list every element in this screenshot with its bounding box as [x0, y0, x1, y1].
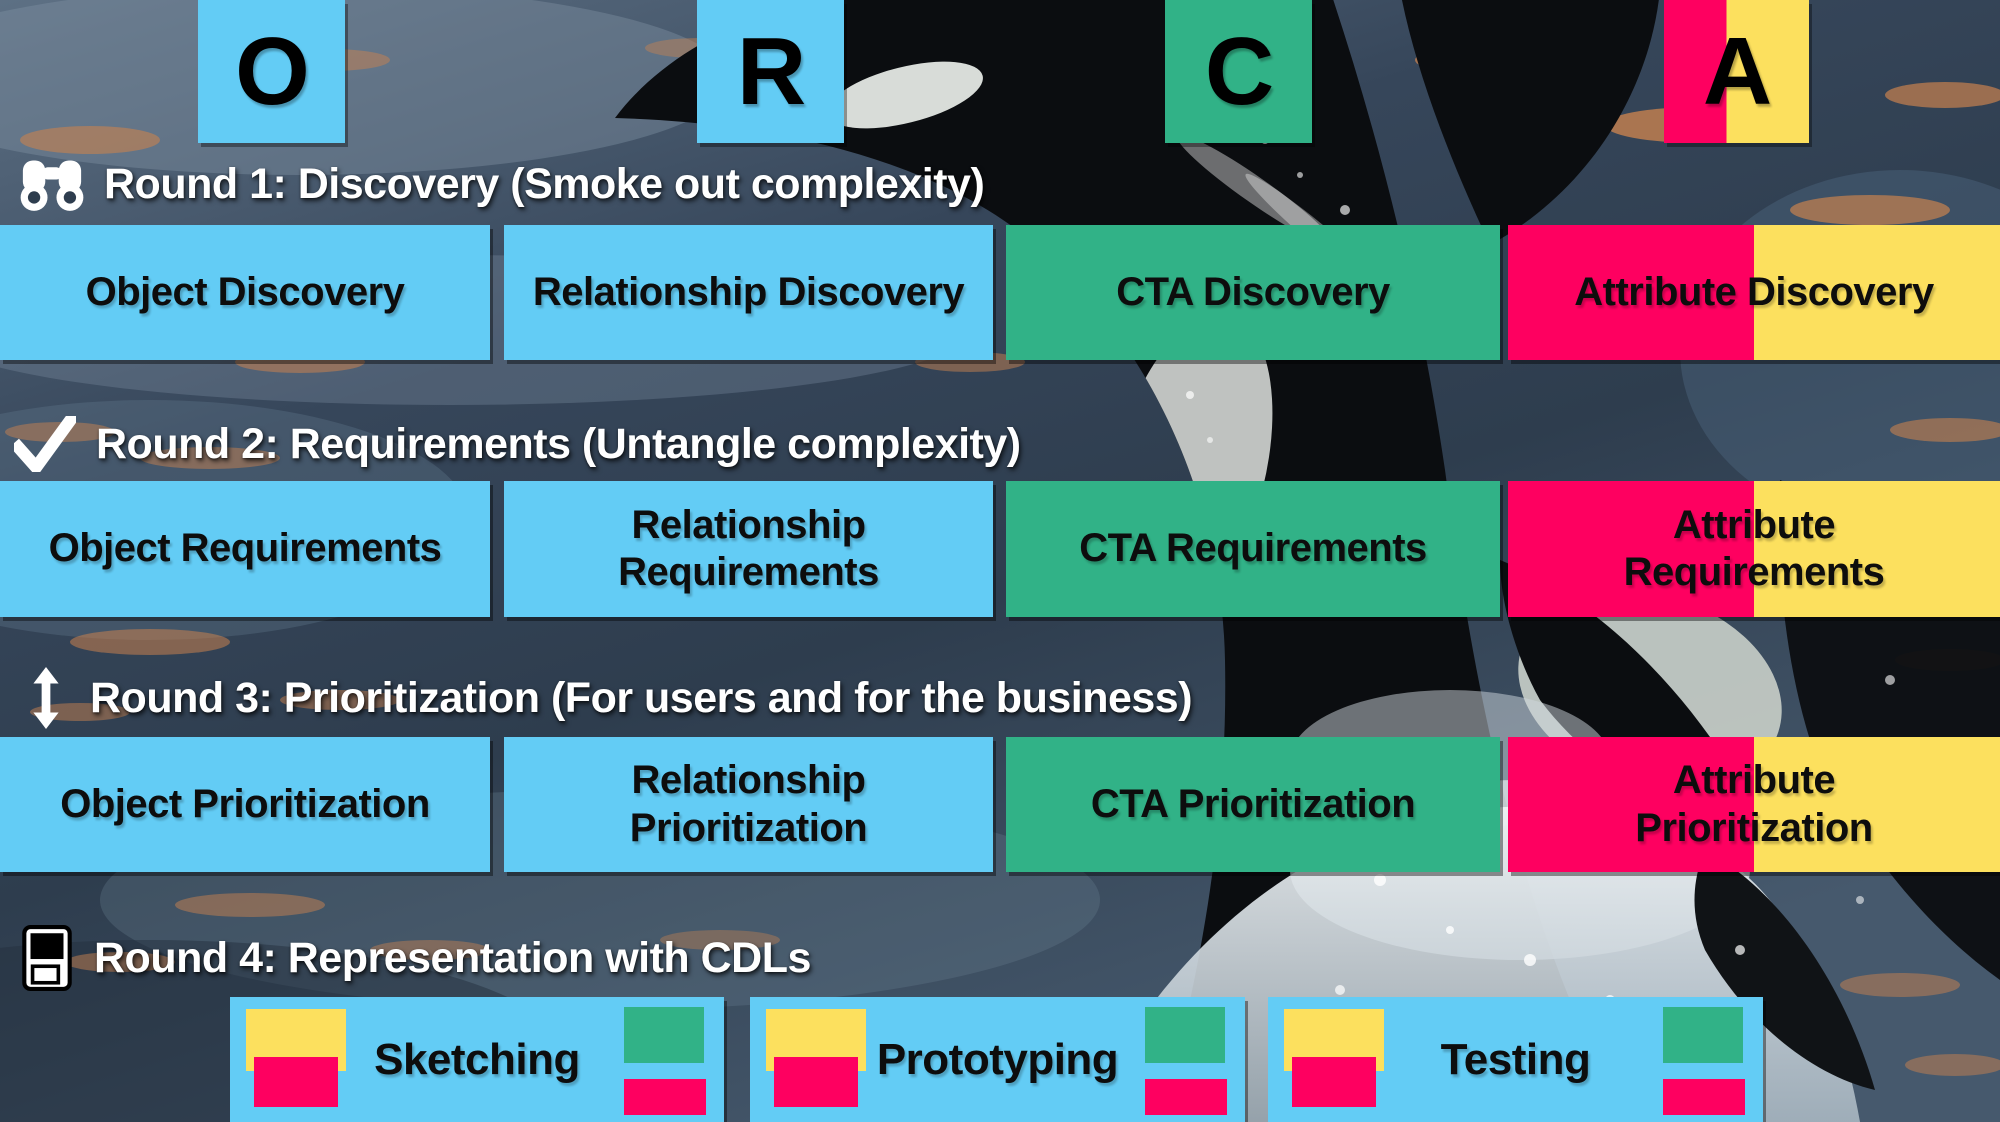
wireframe-card-icon — [22, 925, 72, 991]
block-relationship-prioritization: Relationship Prioritization — [504, 737, 993, 872]
pink-swatch — [1145, 1079, 1227, 1115]
letter-r: R — [736, 17, 806, 125]
letter-block-o: O — [198, 0, 345, 143]
binoculars-icon — [18, 156, 86, 212]
block-relationship-requirements: Relationship Requirements — [504, 481, 993, 617]
letter-block-a: A — [1664, 0, 1809, 143]
pink-swatch — [1292, 1057, 1376, 1107]
block-object-requirements: Object Requirements — [0, 481, 490, 617]
green-swatch — [624, 1007, 704, 1063]
round-3-title: Round 3: Prioritization (For users and f… — [90, 673, 1193, 722]
pink-swatch — [774, 1057, 858, 1107]
block-cta-discovery: CTA Discovery — [1006, 225, 1500, 360]
block-cta-requirements: CTA Requirements — [1006, 481, 1500, 617]
block-relationship-discovery: Relationship Discovery — [504, 225, 993, 360]
pink-swatch — [254, 1057, 338, 1107]
round-3-heading: Round 3: Prioritization (For users and f… — [28, 666, 1193, 730]
green-swatch — [1663, 1007, 1743, 1063]
block-cta-prioritization: CTA Prioritization — [1006, 737, 1500, 872]
block-object-prioritization: Object Prioritization — [0, 737, 490, 872]
round-2-heading: Round 2: Requirements (Untangle complexi… — [14, 412, 1021, 476]
letter-a: A — [1702, 17, 1772, 125]
block-testing: Testing — [1268, 997, 1763, 1122]
round-4-title: Round 4: Representation with CDLs — [94, 933, 811, 982]
green-swatch — [1145, 1007, 1225, 1063]
block-sketching: Sketching — [230, 997, 724, 1122]
block-attribute-prioritization: Attribute Prioritization — [1508, 737, 2000, 872]
letter-c: C — [1204, 17, 1274, 125]
block-object-discovery: Object Discovery — [0, 225, 490, 360]
block-prototyping: Prototyping — [750, 997, 1245, 1122]
round-2-title: Round 2: Requirements (Untangle complexi… — [96, 419, 1021, 468]
letter-block-c: C — [1165, 0, 1312, 143]
letter-o: O — [235, 17, 310, 125]
pink-swatch — [1663, 1079, 1745, 1115]
checkmark-icon — [14, 416, 76, 472]
round-1-heading: Round 1: Discovery (Smoke out complexity… — [18, 152, 985, 216]
pink-swatch — [624, 1079, 706, 1115]
block-attribute-requirements: Attribute Requirements — [1508, 481, 2000, 617]
up-down-arrow-icon — [28, 667, 64, 729]
letter-block-r: R — [697, 0, 844, 143]
block-attribute-discovery: Attribute Discovery — [1508, 225, 2000, 360]
round-4-heading: Round 4: Representation with CDLs — [22, 925, 811, 991]
round-1-title: Round 1: Discovery (Smoke out complexity… — [104, 159, 985, 208]
